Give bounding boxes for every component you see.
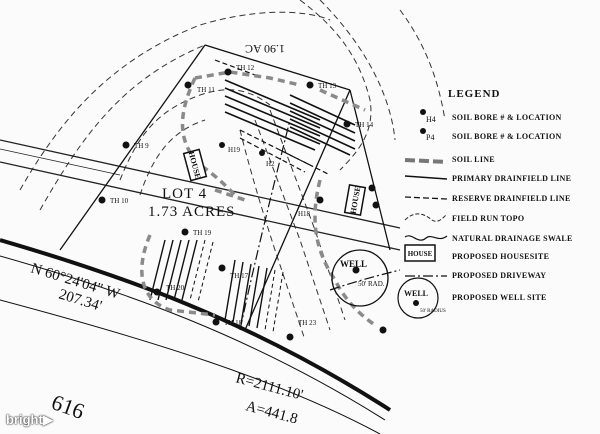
svg-text:TH 19: TH 19 [193,229,212,237]
svg-text:TH 9: TH 9 [134,142,149,150]
well-radius-label: 50' RAD. [358,280,385,288]
soil-bore-marker: TH 23 [286,319,317,341]
primary-drainfield-lines [224,79,356,156]
lot-label: LOT 4 [162,186,207,202]
soil-bore-marker: TH 10 [98,196,129,205]
svg-text:PROPOSED WELL SITE: PROPOSED WELL SITE [452,293,547,302]
legend-item-h4: H4 SOIL BORE # & LOCATION [420,109,562,124]
soil-bore-marker [379,326,387,334]
svg-text:P4: P4 [426,133,434,142]
soil-bore-marker: TH 13 [306,81,337,90]
soil-bore-marker: TH 11 [184,81,215,94]
svg-text:NATURAL DRAINAGE SWALE: NATURAL DRAINAGE SWALE [452,234,573,243]
legend-title: LEGEND [448,88,500,100]
svg-text:SOIL LINE: SOIL LINE [452,155,495,164]
svg-text:HOUSE: HOUSE [408,250,433,258]
legend-item-reserve-drainfield: RESERVE DRAINFIELD LINE [404,194,571,203]
well-icon [397,277,439,319]
primary-drainfield-icon [404,175,448,180]
well-site: WELL 50' RAD. [331,249,389,307]
soil-bore-marker: TH 14 [343,120,374,129]
soil-bore-marker: TH 9 [122,141,149,150]
legend-item-house: HOUSE PROPOSED HOUSESITE [404,244,549,262]
svg-text:TH 12: TH 12 [236,64,255,72]
svg-text:TH 14: TH 14 [355,121,374,129]
svg-text:H19: H19 [228,146,241,154]
arc-label: A=441.8 [244,398,299,427]
reserve-drainfield-icon [404,196,448,200]
proposed-driveway [239,119,401,331]
soil-bore-marker: TH 19 [181,228,212,237]
legend-item-driveway: PROPOSED DRIVEWAY [405,271,546,280]
soil-bore-marker: TH 17 [218,264,249,280]
svg-text:RESERVE DRAINFIELD LINE: RESERVE DRAINFIELD LINE [452,194,571,203]
soil-bore-marker: TH 18 [212,318,243,327]
svg-text:PROPOSED DRIVEWAY: PROPOSED DRIVEWAY [452,271,546,280]
bottom-drainfield-lines [149,239,268,329]
legend-item-swale: NATURAL DRAINAGE SWALE [404,234,573,243]
svg-text:TH 23: TH 23 [298,319,317,327]
house-icon [404,244,436,262]
lot-acreage: 1.73 ACRES [148,204,236,220]
svg-text:SOIL BORE # & LOCATION: SOIL BORE # & LOCATION [452,132,562,141]
road-number: 616 [48,389,88,424]
svg-text:TH 11: TH 11 [197,86,215,94]
svg-text:TH 18: TH 18 [224,319,243,327]
housesite-2: HOUSE [343,183,367,217]
svg-text:TH 10: TH 10 [110,197,129,205]
svg-text:TH 20: TH 20 [166,284,185,292]
brand-watermark: bright▶ [6,412,53,427]
legend-item-field-topo: FIELD RUN TOPO [404,213,524,223]
svg-text:PROPOSED HOUSESITE: PROPOSED HOUSESITE [452,252,549,261]
lot-boundary [59,44,391,331]
soil-bore-marker [372,201,380,209]
reserve-drainfield-lines [214,59,331,176]
bottom-reserve-lines [189,239,284,333]
svg-text:SOIL BORE # & LOCATION: SOIL BORE # & LOCATION [452,113,562,122]
legend-item-well: WELL 50' RADIUS PROPOSED WELL SITE [397,277,547,319]
field-topo-icon [404,213,448,222]
soil-bore-h-icon [420,109,426,115]
soil-bore-p-icon [420,128,426,134]
legend-item-primary-drainfield: PRIMARY DRAINFIELD LINE [404,174,571,183]
adjacent-acreage: 1.90 AC [245,42,285,56]
legend-item-soil-line: SOIL LINE [404,155,495,164]
right-of-way-line [0,238,392,412]
legend-item-p4: P4 SOIL BORE # & LOCATION [420,128,562,142]
well-plan-label: WELL [340,259,367,269]
soil-bores: TH 12 TH 11 TH 13 TH 14 TH 9 TH 10 TH 19… [98,64,387,341]
soil-bore-marker: H18 [298,196,324,218]
swale-icon [404,235,448,241]
svg-text:PRIMARY DRAINFIELD LINE: PRIMARY DRAINFIELD LINE [452,174,571,183]
radius-label: R=2111.10' [234,370,305,403]
soil-bore-marker: H19 [219,142,241,154]
svg-text:H18: H18 [298,210,311,218]
soil-line-icon [404,158,448,164]
legend: LEGEND H4 SOIL BORE # & LOCATION P4 SOIL… [397,88,573,319]
svg-text:WELL: WELL [404,289,428,298]
soil-bore-marker: H2 [259,150,275,168]
soil-bore-marker: TH 12 [224,64,255,76]
right-of-way-line-thin [0,255,386,434]
svg-text:H4: H4 [426,115,436,124]
well-dot-icon [413,300,419,306]
svg-text:TH 17: TH 17 [230,272,249,280]
svg-text:50' RADIUS: 50' RADIUS [420,309,446,314]
soil-bore-marker [368,184,376,192]
soil-bore-marker: TH 20 [153,284,185,296]
svg-text:FIELD RUN TOPO: FIELD RUN TOPO [452,214,524,223]
svg-text:TH 13: TH 13 [318,82,337,90]
svg-text:H2: H2 [266,160,275,168]
road-edge-top [0,139,401,251]
housesite-1: HOUSE [182,148,208,182]
